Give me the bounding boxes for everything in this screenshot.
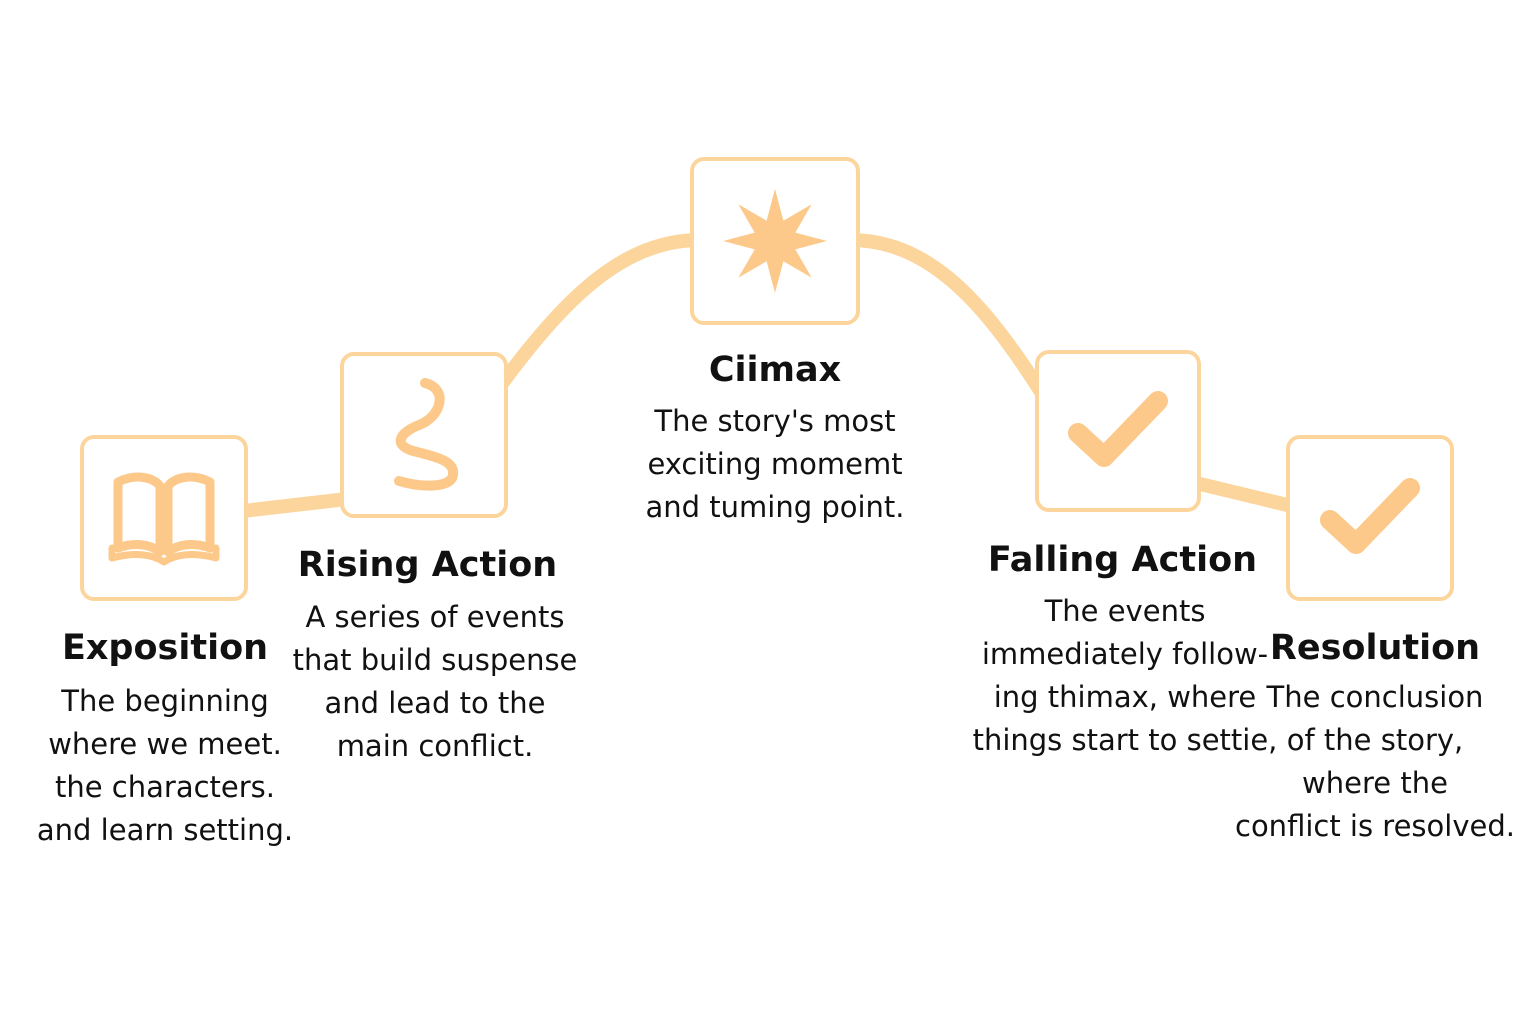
exposition-description-line: where we meet. [48, 727, 282, 761]
exposition-node [80, 435, 248, 601]
resolution-description-line: of the story, [1286, 723, 1464, 757]
falling-action-description-line: things start to settie, [972, 723, 1278, 757]
checkmark-icon [1068, 391, 1168, 467]
star-burst-icon [723, 189, 827, 293]
climax-description-line: The story's most [654, 404, 896, 438]
rising-action-description-line: main conflict. [336, 729, 534, 763]
falling-action-description-line: immediately follow- [981, 637, 1269, 671]
resolution-description-line: where the [1302, 766, 1448, 800]
rising-action-description-line: and lead to the [324, 686, 546, 720]
falling-action-description-line: The events [1044, 594, 1206, 628]
climax-description-line: and tuming point. [645, 490, 905, 524]
resolution-node [1286, 435, 1454, 601]
climax-description: The story's most exciting momemt and tum… [620, 400, 930, 529]
falling-action-node [1035, 350, 1201, 512]
resolution-description-line: The conclusion [1266, 680, 1484, 714]
climax-node [690, 157, 860, 325]
checkmark-icon [1320, 478, 1420, 554]
resolution-title: Resolution [1269, 628, 1481, 668]
climax-description-line: exciting momemt [647, 447, 903, 481]
rising-action-description: A series of events that build suspense a… [280, 596, 590, 768]
falling-action-description: The events immediately follow- ing thima… [965, 590, 1285, 762]
rising-action-description-line: that build suspense [292, 643, 578, 677]
squiggle-icon [394, 378, 459, 491]
falling-action-title: Falling Action [987, 540, 1258, 580]
exposition-description-line: the characters. [54, 770, 275, 804]
exposition-description-line: and learn setting. [36, 813, 294, 847]
rising-action-description-line: A series of events [305, 600, 565, 634]
exposition-description: The beginning where we meet. the charact… [20, 680, 310, 852]
exposition-description-line: The beginning [61, 684, 269, 718]
exposition-title: Exposition [61, 628, 269, 668]
resolution-description-line: conflict is resolved. [1235, 809, 1515, 843]
rising-action-title: Rising Action [297, 545, 558, 585]
climax-title: Ciimax [708, 350, 842, 390]
rising-action-node [340, 352, 508, 518]
falling-action-description-line: ing thimax, where [993, 680, 1257, 714]
resolution-description: The conclusion of the story, where the c… [1220, 676, 1530, 848]
open-book-icon [108, 472, 220, 566]
